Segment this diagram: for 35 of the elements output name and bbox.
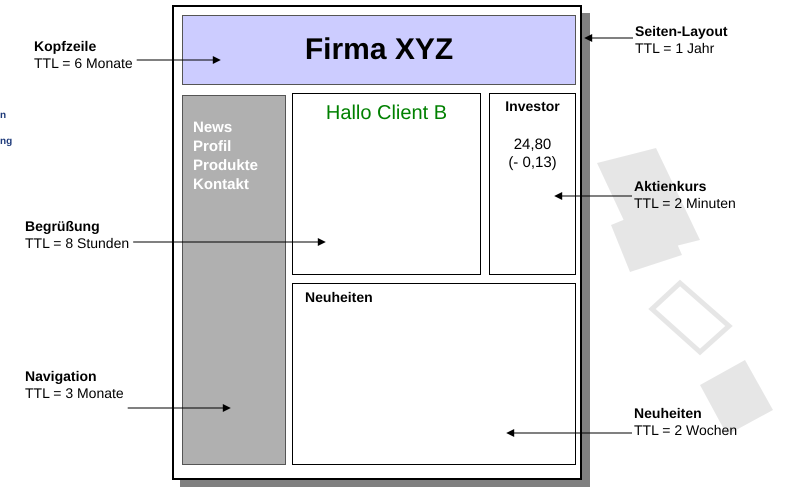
menu-link: Kontakt (193, 175, 249, 194)
leader-arrow (554, 192, 632, 200)
stock-panel (489, 93, 576, 275)
stock-value: (- 0,13) (508, 154, 557, 172)
leader-arrow (132, 238, 326, 246)
news-panel (292, 283, 576, 465)
ttl-note: TTL = 2 Minuten (634, 195, 736, 212)
leader-arrow (127, 404, 231, 412)
ttl-note: TTL = 3 Monate (25, 385, 124, 402)
stock-value: 24,80 (514, 136, 552, 154)
header-bar (182, 15, 576, 85)
menu-link: Produkte (193, 156, 258, 175)
callout-title: Begrüßung (25, 218, 100, 235)
callout-title: Aktienkurs (634, 178, 706, 195)
greeting-text: Hallo Client B (326, 102, 448, 124)
callout-title: Neuheiten (634, 405, 702, 422)
menu-link: News (193, 118, 232, 137)
leader-arrow (584, 34, 634, 42)
leader-arrow (136, 56, 221, 64)
leader-arrow (506, 429, 632, 437)
callout-title: Kopfzeile (34, 38, 96, 55)
ttl-note: TTL = 1 Jahr (635, 40, 714, 57)
fragment-text: ng (0, 136, 12, 147)
menu-link: Profil (193, 137, 232, 156)
navigation-bar (182, 95, 286, 465)
ttl-note: TTL = 6 Monate (34, 55, 133, 72)
fragment-text: n (0, 110, 6, 121)
greeting-panel (292, 93, 481, 275)
header-title: Firma XYZ (304, 33, 454, 67)
ttl-note: TTL = 2 Wochen (634, 422, 738, 439)
callout-title: Navigation (25, 368, 97, 385)
callout-title: Seiten-Layout (635, 23, 728, 40)
panel-heading: Investor (505, 98, 560, 114)
ttl-note: TTL = 8 Stunden (25, 235, 130, 252)
panel-heading: Neuheiten (305, 289, 373, 305)
